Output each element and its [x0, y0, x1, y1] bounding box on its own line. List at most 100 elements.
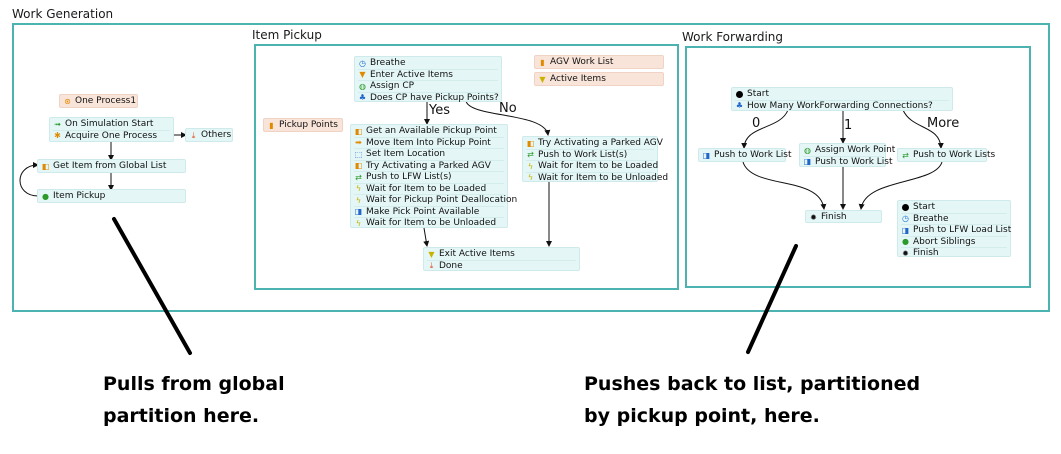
activity-finish[interactable]: ✹ Finish: [805, 210, 882, 223]
activity-label: Assign CP: [370, 81, 415, 91]
list-pull-icon: ◧: [354, 126, 363, 136]
assign-icon: ◍: [804, 145, 811, 155]
abort-icon: ●: [902, 237, 909, 247]
activity-row: ◨Make Pick Point Available: [354, 207, 504, 218]
wire-loop-back: [19, 162, 39, 197]
activity-push-work-lists[interactable]: ⇄ Push to Work Lists: [897, 148, 995, 162]
activity-row: ◧Try Activating a Parked AGV: [354, 160, 504, 172]
activity-row: Start: [901, 202, 1007, 214]
activity-label: Push to Work List: [815, 156, 893, 167]
activity-row: ◧Try Activating a Parked AGV: [526, 138, 663, 150]
list-push-icon: ◨: [354, 207, 363, 217]
breathe-icon: ◷: [359, 58, 366, 68]
activity-block-start[interactable]: ➟ On Simulation Start ✱Acquire One Proces…: [49, 117, 174, 142]
activity-label: Move Item Into Pickup Point: [366, 137, 491, 148]
activity-label: Acquire One Process: [65, 130, 158, 141]
variable-agv-work-list[interactable]: ▮AGV Work List: [534, 55, 664, 69]
frame-work-forwarding: [685, 46, 1031, 288]
activity-block-no[interactable]: ◧Try Activating a Parked AGV ⇄Push to Wo…: [522, 136, 668, 183]
branch-label-no: No: [499, 101, 517, 116]
zone-icon: ▼: [539, 74, 546, 84]
activity-row: ✹ Finish: [901, 248, 1007, 259]
activity-row: ➡Move Item Into Pickup Point: [354, 137, 504, 149]
activity-label: Abort Siblings: [913, 236, 976, 247]
activity-push-work-list-0[interactable]: ◨Push to Work List: [698, 148, 792, 162]
variable-pickup-points[interactable]: ▮Pickup Points: [263, 118, 343, 132]
activity-item-pickup[interactable]: ●Item Pickup: [37, 189, 186, 203]
activity-label: On Simulation Start: [65, 119, 154, 129]
activity-block-branch-1[interactable]: ◍ Assign Work Point ◨Push to Work List: [799, 143, 895, 168]
activity-row: ◷Breathe: [358, 58, 498, 70]
activity-row: ⇄Push to LFW List(s): [354, 172, 504, 184]
process-icon: ⊛: [64, 96, 71, 106]
wait-event-icon: ϟ: [355, 218, 362, 228]
activity-row: ⬚Set Item Location: [354, 149, 504, 161]
activity-label: Start: [913, 202, 935, 212]
push-list-icon: ⇄: [902, 150, 909, 160]
activity-row: ⤓ Done: [427, 261, 576, 272]
activity-row: ◍ Assign Work Point: [803, 145, 895, 157]
activity-get-item[interactable]: ◧Get Item from Global List: [37, 159, 186, 173]
branch-label-yes: Yes: [429, 103, 450, 118]
activity-label: Start: [747, 89, 769, 99]
activity-row: ▼ Enter Active Items: [358, 69, 498, 81]
activity-row: ♣Does CP have Pickup Points?: [358, 93, 499, 104]
activity-block-wf-top[interactable]: Start ♣How Many WorkForwarding Connectio…: [731, 87, 953, 111]
frame-item-pickup: [254, 44, 679, 290]
activity-row: ▼Exit Active Items: [427, 249, 576, 261]
activity-label: Assign Work Point: [815, 145, 896, 155]
push-list-icon: ⇄: [355, 172, 362, 182]
activity-label: Done: [439, 260, 463, 271]
activity-row: ✱Acquire One Process: [53, 131, 170, 142]
variable-one-process[interactable]: ⊛One Process1: [59, 94, 138, 108]
activity-row: ● Abort Siblings: [901, 236, 1007, 248]
variable-label: AGV Work List: [550, 57, 614, 67]
variable-label: Active Items: [550, 74, 606, 84]
activity-row: ♣How Many WorkForwarding Connections?: [735, 101, 949, 112]
wire-branch-0: [741, 109, 789, 149]
activity-block-exit[interactable]: ▼Exit Active Items ⤓ Done: [423, 247, 580, 271]
finish-red-icon: ⤓: [191, 130, 196, 140]
activity-block-top[interactable]: ◷Breathe ▼Enter Active Items ◍Assign CP …: [354, 56, 502, 104]
variable-active-items[interactable]: ▼ Active Items: [534, 72, 664, 86]
branch-label-more: More: [927, 116, 960, 131]
activity-label: How Many WorkForwarding Connections?: [747, 100, 933, 111]
activity-label: Finish: [821, 212, 847, 222]
enter-zone-icon: ▼: [359, 70, 366, 80]
activity-row: Start: [735, 89, 949, 101]
activity-label: Wait for Item to be Loaded: [366, 183, 487, 194]
activity-label: Wait for Item to be Unloaded: [366, 218, 497, 228]
activity-row: ⇄Push to Work List(s): [526, 150, 654, 161]
simulation-start-icon: ➟: [54, 119, 61, 129]
exit-zone-icon: ▼: [428, 249, 435, 259]
finish-red-icon: ⤓: [429, 261, 434, 271]
callout-pointer-right: [746, 244, 798, 354]
callout-right-line-2: by pickup point, here.: [584, 405, 820, 427]
wait-event-icon: ϟ: [355, 195, 362, 205]
wait-event-icon: ϟ: [355, 184, 362, 194]
activity-label: Try Activating a Parked AGV: [366, 160, 491, 171]
wait-event-icon: ϟ: [527, 161, 534, 171]
activity-label: Enter Active Items: [370, 69, 453, 80]
callout-pointer-left: [112, 217, 192, 355]
activity-row: ◨Push to LFW Load List: [901, 225, 1011, 237]
activity-row: ◷Breathe: [901, 214, 1007, 225]
assign-icon: ◍: [359, 81, 366, 91]
wire-branch-more: [902, 109, 944, 149]
finish-icon: ✹: [902, 248, 909, 258]
list-pull-icon: ◧: [354, 161, 363, 171]
activity-block-yes[interactable]: ◧Get an Available Pickup Point ➡Move Ite…: [350, 124, 517, 228]
activity-label: Push to Work Lists: [913, 150, 996, 160]
finish-icon: ✹: [810, 212, 817, 222]
start-icon: [902, 203, 909, 211]
list-pull-icon: ◧: [526, 138, 535, 148]
wire-more-to-finish: [858, 161, 943, 210]
wire-no: [465, 100, 551, 136]
activity-label: Wait for Item to be Unloaded: [538, 172, 669, 183]
activity-others[interactable]: ⤓Others: [185, 128, 233, 142]
activity-row: ◨Push to Work List: [803, 157, 893, 168]
list-push-icon: ◨: [803, 157, 812, 167]
activity-label: Finish: [913, 248, 939, 258]
activity-block-side[interactable]: Start ◷Breathe ◨Push to LFW Load List ● A…: [897, 200, 1011, 259]
